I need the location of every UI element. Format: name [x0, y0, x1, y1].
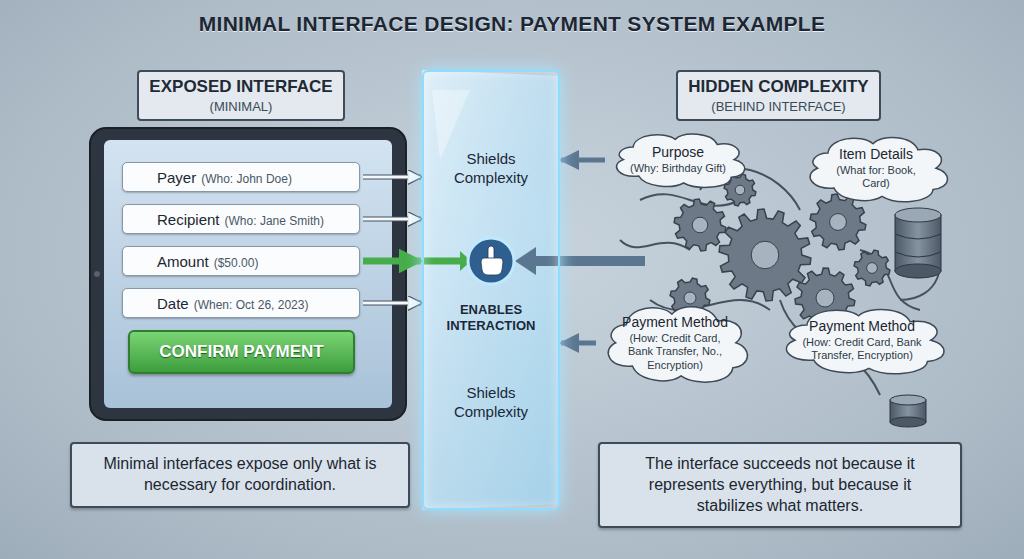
node-heading: EXPOSED INTERFACE: [149, 77, 332, 97]
connector-arrow: [363, 176, 421, 179]
connector-arrow: [363, 218, 421, 221]
section-header: EXPOSED INTERFACE (MINIMAL): [137, 70, 345, 121]
database: [895, 215, 941, 271]
gear-hub: [692, 217, 708, 233]
connector: [363, 303, 421, 304]
node-detail: (How: Credit Card, Bank Transfer, Encryp…: [798, 336, 926, 362]
tablet-frame: [90, 128, 406, 420]
cloud-outline: [608, 307, 747, 382]
complexity-flow-head: [515, 247, 536, 275]
database: [895, 208, 941, 278]
node-heading: CONFIRM PAYMENT: [159, 342, 323, 362]
connector: [363, 219, 421, 220]
form-field: Amount ($50.00): [122, 246, 360, 276]
form-field: Date (When: Oct 26, 2023): [122, 288, 360, 318]
connector-arrow: [561, 341, 596, 346]
cloud-outline: [786, 309, 944, 373]
glass-panel: [422, 70, 560, 510]
node-detail: (Who: Jane Smith): [225, 214, 324, 228]
node-heading: Minimal interfaces expose only what is n…: [86, 454, 394, 496]
form-field: Payer (Who: John Doe): [122, 162, 360, 192]
form-field: Recipient (Who: Jane Smith): [122, 204, 360, 234]
glass-reflection: [432, 90, 470, 160]
node-detail: (Why: Birthday Gift): [630, 162, 726, 175]
small-database: [890, 395, 926, 405]
thought-cloud: Payment Method (How: Credit Card, Bank Tr…: [776, 302, 948, 378]
gear-hub: [684, 292, 696, 304]
interaction-button: [468, 238, 514, 284]
small-database: [890, 395, 926, 427]
section-header: HIDDEN COMPLEXITY (BEHIND INTERFACE): [676, 70, 881, 121]
node-heading: Payer: [157, 169, 196, 186]
connector: [561, 343, 596, 344]
database: [895, 264, 941, 278]
connector-outline: [363, 175, 421, 180]
gear-hub: [735, 185, 745, 195]
cloud-outline: [617, 135, 745, 188]
node-detail: ($50.00): [214, 256, 259, 270]
node-heading: Date: [157, 295, 189, 312]
connector-outline: [363, 301, 421, 306]
thought-cloud: Item Details (What for: Book, Card): [801, 130, 951, 206]
gear: [854, 250, 890, 286]
connector-arrow: [363, 302, 421, 305]
connector-outline: [363, 217, 421, 222]
node-heading: Purpose: [652, 144, 704, 160]
database: [895, 234, 941, 257]
connector: [561, 160, 605, 161]
amount-flow: [422, 258, 462, 265]
connector-arrow: [561, 158, 605, 163]
gear-hub: [830, 214, 847, 231]
node-detail: (BEHIND INTERFACE): [711, 99, 845, 114]
wires: [640, 194, 740, 206]
node-detail: ENABLES INTERACTION: [432, 302, 550, 335]
node-detail: (When: Oct 26, 2023): [194, 298, 309, 312]
gear-hub: [751, 241, 779, 269]
connector-arrow: [363, 258, 421, 265]
node-heading: HIDDEN COMPLEXITY: [688, 77, 868, 97]
node-heading: Amount: [157, 253, 209, 270]
node-detail: Shields Complexity: [432, 384, 550, 422]
node-heading: Payment Method: [809, 318, 915, 334]
node-heading: Item Details: [839, 146, 913, 162]
wires: [620, 240, 690, 250]
gear-hub: [867, 263, 878, 274]
small-database: [890, 417, 926, 427]
connector: [363, 261, 421, 262]
gear: [674, 199, 726, 251]
thought-cloud: Payment Method (How: Credit Card, Bank Tr…: [599, 298, 751, 388]
title: MINIMAL INTERFACE DESIGN: PAYMENT SYSTEM…: [0, 12, 1024, 36]
gear: [810, 194, 866, 250]
gear-body: [810, 194, 866, 250]
node-heading: Shields Complexity: [432, 150, 550, 188]
gear-body: [854, 250, 890, 286]
complexity-flow: [532, 256, 645, 266]
confirm-button: CONFIRM PAYMENT: [128, 330, 355, 374]
cloud-outline: [810, 137, 947, 201]
connector: [363, 177, 421, 178]
node-detail: (What for: Book, Card): [823, 164, 929, 190]
tablet-screen: [104, 140, 392, 408]
caption-box: The interface succeeds not because it re…: [598, 442, 962, 528]
interface-panel: Shields ComplexityENABLES INTERACTIONShi…: [422, 70, 560, 510]
database: [895, 208, 941, 222]
thought-cloud: Purpose (Why: Birthday Gift): [608, 128, 748, 191]
node-detail: (Who: John Doe): [201, 172, 292, 186]
caption-box: Minimal interfaces expose only what is n…: [70, 442, 410, 508]
gear-hub: [816, 289, 834, 307]
node-heading: Recipient: [157, 211, 220, 228]
node-detail: (MINIMAL): [210, 99, 273, 114]
gear-body: [674, 199, 726, 251]
node-heading: Payment Method: [622, 314, 728, 330]
wires: [620, 168, 940, 395]
hand-icon: [481, 246, 503, 275]
hand-icon: [481, 258, 503, 275]
node-detail: (How: Credit Card, Bank Transfer, No., E…: [621, 332, 729, 372]
tablet-button: [94, 271, 100, 277]
node-heading: The interface succeeds not because it re…: [614, 454, 946, 516]
connectors: [363, 160, 605, 343]
